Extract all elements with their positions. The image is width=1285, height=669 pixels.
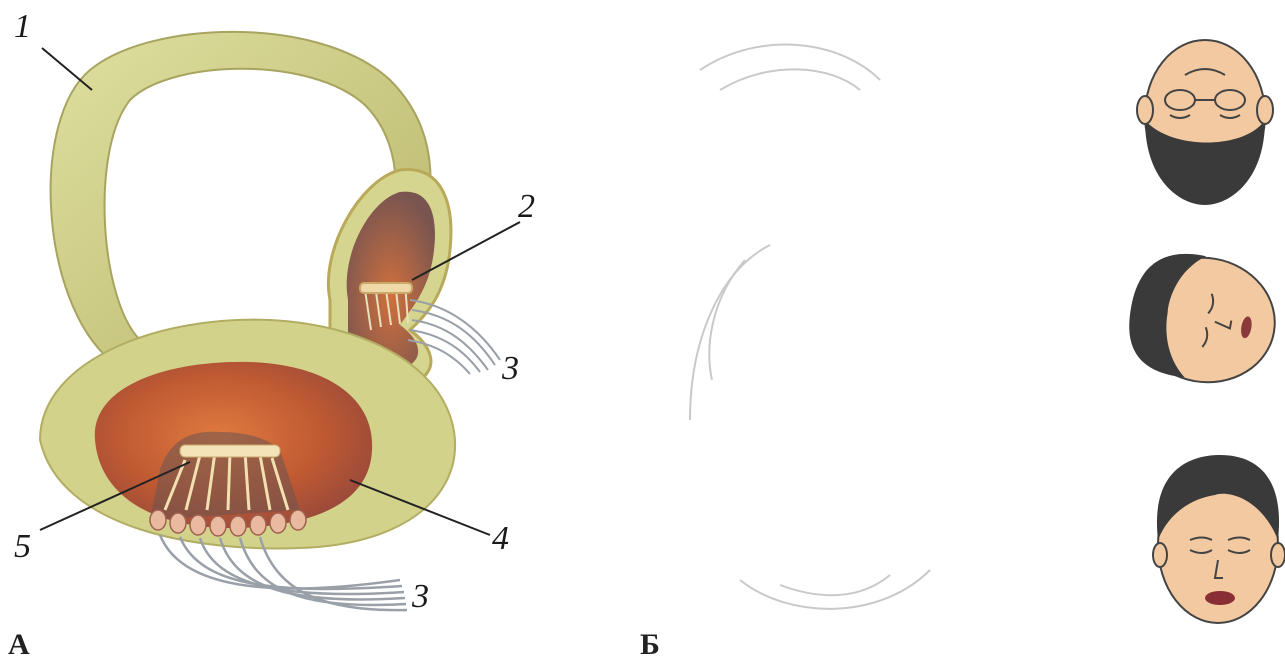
callout-4: 4 xyxy=(492,522,509,556)
callout-5: 5 xyxy=(14,530,31,564)
face-inverted-bearded-man xyxy=(1137,40,1273,205)
callout-1: 1 xyxy=(14,10,31,44)
arc-left xyxy=(690,245,770,420)
arc-top-2 xyxy=(720,69,860,90)
arc-left-2 xyxy=(709,260,745,380)
face-tilted-boy xyxy=(1120,245,1285,393)
panel-label-b: Б xyxy=(640,630,660,660)
vestibular-organ xyxy=(40,32,520,610)
arc-bottom xyxy=(740,570,930,609)
face-upright-woman xyxy=(1153,455,1285,623)
head-rotation-arcs xyxy=(690,45,930,609)
callout-3-lower: 3 xyxy=(412,580,429,614)
panel-label-a: А xyxy=(8,630,30,660)
arc-top xyxy=(700,45,880,80)
callout-3-upper: 3 xyxy=(502,352,519,386)
callout-2: 2 xyxy=(518,190,535,224)
arc-bottom-2 xyxy=(780,575,890,595)
